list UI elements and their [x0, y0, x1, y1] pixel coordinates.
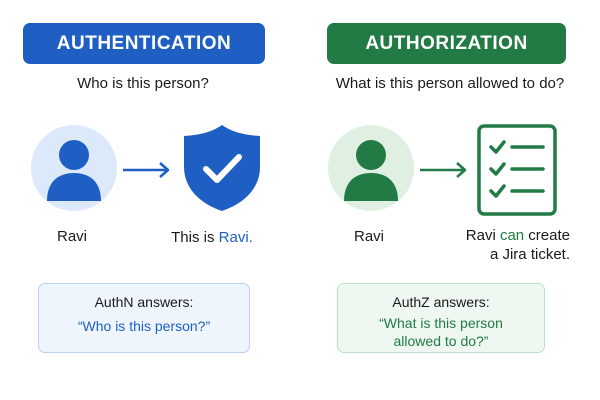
- result-line-1: Ravi can create: [440, 226, 570, 245]
- result-prefix: This is: [171, 229, 219, 246]
- authz-answer-label: AuthZ answers:: [392, 294, 490, 310]
- authz-quote-line-1: “What is this person: [379, 315, 503, 331]
- person-name-label: Ravi: [353, 228, 384, 245]
- person-icon: [344, 140, 398, 201]
- authn-answer-box: AuthN answers: “Who is this person?”: [38, 283, 250, 353]
- authorization-header: AUTHORIZATION: [327, 23, 566, 64]
- authorization-panel: AUTHORIZATION What is this person allowe…: [300, 0, 600, 400]
- shield-check-icon: [184, 125, 260, 211]
- arrow-right-icon: [123, 162, 170, 178]
- authn-answer-label: AuthN answers:: [94, 294, 194, 310]
- result-rest: create: [524, 227, 570, 244]
- result-highlight: Ravi.: [218, 229, 253, 246]
- authz-answer-box: AuthZ answers: “What is this person allo…: [337, 283, 545, 353]
- authorization-question: What is this person allowed to do?: [335, 75, 565, 92]
- authorization-result: Ravi can create a Jira ticket.: [440, 226, 570, 264]
- authentication-question: Who is this person?: [77, 75, 209, 92]
- authentication-panel: AUTHENTICATION Who is this person? Ravi …: [23, 23, 274, 353]
- arrow-right-icon: [420, 162, 467, 178]
- authz-quote-line-2: allowed to do?”: [393, 333, 489, 349]
- authn-answer-quote: “Who is this person?”: [77, 318, 211, 334]
- result-name: Ravi: [465, 227, 500, 244]
- result-line-2: a Jira ticket.: [489, 246, 570, 263]
- authentication-header: AUTHENTICATION: [23, 23, 265, 64]
- person-name-label: Ravi: [56, 228, 87, 245]
- result-highlight: can: [499, 227, 525, 244]
- authz-answer-quote: “What is this person allowed to do?”: [338, 314, 544, 350]
- person-avatar: [328, 125, 414, 211]
- person-avatar: [31, 125, 117, 211]
- authentication-result: This is Ravi.: [150, 228, 274, 247]
- person-icon: [47, 140, 101, 201]
- checklist-icon: [477, 124, 557, 216]
